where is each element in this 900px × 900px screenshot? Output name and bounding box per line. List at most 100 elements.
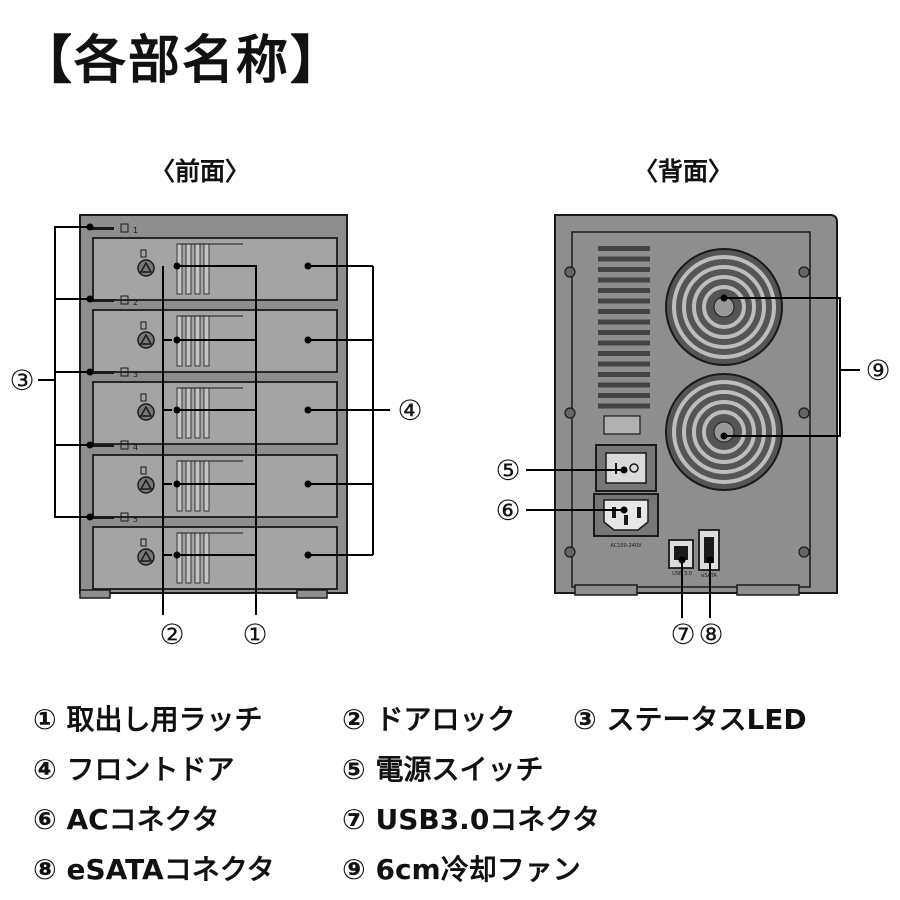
back-view-label: 〈背面〉 xyxy=(633,157,734,186)
lock-triangle xyxy=(139,333,153,345)
legend-item-latch: ① 取出し用ラッチ xyxy=(33,703,263,736)
leader-dot xyxy=(304,551,312,559)
front-door-3 xyxy=(92,381,338,445)
callout-bg xyxy=(697,620,725,648)
status-led-1 xyxy=(90,227,114,230)
screw xyxy=(564,407,576,419)
callout-bg xyxy=(8,366,36,394)
leader-dot xyxy=(173,406,181,414)
drive-icon-5 xyxy=(120,512,129,522)
legend-item-door-lock: ② ドアロック xyxy=(342,703,516,736)
callout-bg xyxy=(396,396,424,424)
front-view-label: 〈前面〉 xyxy=(150,157,251,186)
vent-slot xyxy=(598,267,650,272)
latch-slot xyxy=(203,387,210,439)
fan-guard-ring xyxy=(692,400,756,464)
legend-item-status-led: ③ ステータスLED xyxy=(573,703,807,736)
leader-dot xyxy=(173,262,181,270)
callout-marker: ⑨ xyxy=(865,354,890,387)
bay-number-label: 1 xyxy=(133,226,138,235)
legend-item-power-switch: ⑤ 電源スイッチ xyxy=(342,753,544,786)
lock-open-icon xyxy=(140,249,147,258)
callout-bg xyxy=(669,620,697,648)
bay-number-label: 5 xyxy=(133,515,138,524)
fan-guard-ring xyxy=(702,285,746,329)
leader-dot xyxy=(620,506,628,514)
vent-slot xyxy=(598,330,650,335)
screw xyxy=(798,407,810,419)
latch-slot xyxy=(194,460,201,512)
lock-triangle xyxy=(139,405,153,417)
latch-slot xyxy=(185,532,192,584)
lock-open-icon xyxy=(140,393,147,402)
legend-item-front-door: ④ フロントドア xyxy=(33,753,235,786)
back-foot-right xyxy=(736,584,800,596)
fan-guard-ring xyxy=(672,255,776,359)
bay-number-label: 2 xyxy=(133,298,138,307)
legend-item-usb-connector: ⑦ USB3.0コネクタ xyxy=(342,803,601,836)
leader-dot xyxy=(173,336,181,344)
latch-slot xyxy=(194,243,201,295)
leader-dot xyxy=(304,406,312,414)
lock-triangle xyxy=(139,261,153,273)
callout-bg xyxy=(158,620,186,648)
status-led-2 xyxy=(90,299,114,302)
front-foot-left xyxy=(79,589,111,599)
bay-number-label: 4 xyxy=(133,443,138,452)
leader-dot xyxy=(86,368,94,376)
fan-guard-ring xyxy=(672,380,776,484)
vent-slot xyxy=(598,246,650,251)
callout-marker: ⑤ xyxy=(495,454,520,487)
latch-slot xyxy=(185,387,192,439)
vent-slot xyxy=(598,256,650,262)
latch-slot xyxy=(194,387,201,439)
status-led-3 xyxy=(90,371,114,374)
drive-icon-1 xyxy=(120,223,129,233)
lock-open-icon xyxy=(140,538,147,547)
status-led-5 xyxy=(90,516,114,519)
leader-dot xyxy=(706,556,714,564)
leader-dot xyxy=(173,551,181,559)
lock-triangle xyxy=(139,550,153,562)
ac-pin-right xyxy=(637,507,641,518)
leader-cooling-fan xyxy=(724,297,841,437)
front-view: 1 2 3 4 5 xyxy=(79,214,348,599)
legend-item-ac-connector: ⑥ ACコネクタ xyxy=(33,803,220,836)
vent-slot xyxy=(598,340,650,346)
callout-bg xyxy=(494,456,522,484)
leader-dot xyxy=(86,223,94,231)
lock-triangle xyxy=(139,478,153,490)
callout-marker: ③ xyxy=(9,364,34,397)
fan-guard-ring xyxy=(692,275,756,339)
vent-slot xyxy=(598,309,650,314)
front-foot-right xyxy=(296,589,328,599)
back-label-plate xyxy=(603,415,641,435)
callout-marker: ① xyxy=(242,618,267,651)
ac-pin-left xyxy=(612,507,616,518)
vent-slot xyxy=(598,351,650,356)
fan-guard-ring xyxy=(682,390,766,474)
fan-guard-ring xyxy=(682,265,766,349)
lock-open-icon xyxy=(140,321,147,330)
leader-dot xyxy=(304,480,312,488)
screw xyxy=(564,546,576,558)
leader-dot xyxy=(173,480,181,488)
screw xyxy=(564,266,576,278)
vent-slot xyxy=(598,319,650,325)
back-foot-left xyxy=(574,584,638,596)
leader-dot xyxy=(304,336,312,344)
vent-slot xyxy=(598,277,650,283)
bay-number-label: 3 xyxy=(133,370,138,379)
page-title: 【各部名称】 xyxy=(20,31,345,91)
vent-slot xyxy=(598,403,650,409)
leader-dot xyxy=(620,466,628,474)
leader-dot xyxy=(720,432,728,440)
callout-marker: ④ xyxy=(397,394,422,427)
latch-slot xyxy=(203,460,210,512)
callout-bg xyxy=(241,620,269,648)
leader-dot xyxy=(678,556,686,564)
legend-item-esata-connector: ⑧ eSATAコネクタ xyxy=(33,853,275,886)
vent-slot xyxy=(598,372,650,377)
